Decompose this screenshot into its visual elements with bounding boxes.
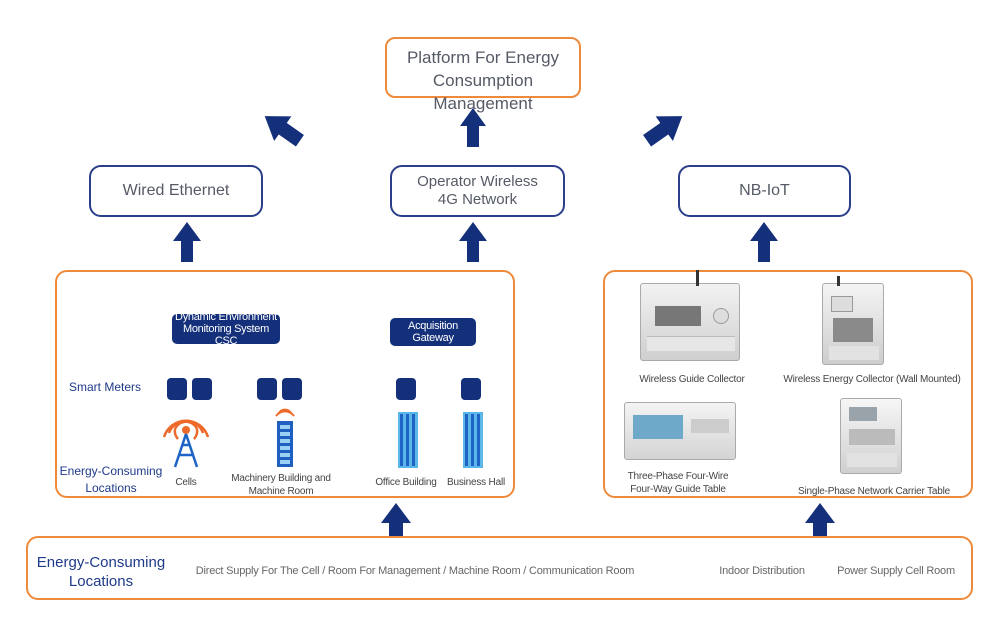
machinery-label-line2: Machine Room (248, 486, 314, 497)
arrow-up-icon (750, 222, 778, 262)
wireless-guide-collector-label: Wireless Guide Collector (639, 374, 745, 385)
platform-title-line2: Consumption Management (432, 71, 534, 113)
smart-meter-icon (192, 378, 212, 400)
single-phase-meter-image (840, 398, 902, 474)
bottom-title-line2: Locations (68, 573, 134, 590)
platform-title-line1: Platform For Energy (406, 48, 560, 67)
gateway-label: Acquisition Gateway (408, 320, 458, 344)
smart-meter-icon (257, 378, 277, 400)
bottom-title-line1: Energy-Consuming (36, 554, 166, 571)
left-locations-line2: Locations (85, 481, 137, 495)
smart-meter-icon (167, 378, 187, 400)
wireless-energy-collector-label: Wireless Energy Collector (Wall Mounted) (783, 374, 961, 385)
three-phase-meter-image (624, 402, 736, 460)
arrow-up-icon (173, 222, 201, 262)
nbiot-box: NB-IoT (678, 165, 851, 217)
three-phase-label-line1: Three-Phase Four-Wire (627, 471, 729, 482)
cell-tower-icon (163, 419, 209, 468)
arrow-up-icon (460, 108, 486, 147)
arrow-diagonal-icon (264, 116, 304, 147)
dynamic-environment-pill: Dynamic Environment Monitoring System CS… (172, 311, 280, 347)
bottom-locations-title: Energy-Consuming Locations (30, 553, 172, 591)
three-phase-label: Three-Phase Four-Wire Four-Way Guide Tab… (604, 470, 752, 496)
wired-ethernet-box: Wired Ethernet (89, 165, 263, 217)
wireless-guide-collector-image (640, 270, 740, 361)
direct-supply-label: Direct Supply For The Cell / Room For Ma… (195, 565, 635, 577)
business-hall-label: Business Hall (447, 477, 505, 488)
three-phase-label-line2: Four-Way Guide Table (630, 484, 726, 495)
wireless-energy-collector-image (822, 276, 884, 365)
indoor-distribution-label: Indoor Distribution (719, 565, 805, 577)
business-hall-icon (463, 412, 483, 468)
smart-meter-icon (396, 378, 416, 400)
arrow-up-icon (459, 222, 487, 262)
smart-meters-label: Smart Meters (68, 380, 141, 394)
smart-meter-icon (461, 378, 481, 400)
bottom-locations-bar (26, 536, 973, 600)
dynamic-line2: Monitoring System CSC (183, 323, 269, 347)
dynamic-line1: Dynamic Environment (175, 311, 277, 323)
power-supply-cell-room-label: Power Supply Cell Room (837, 565, 955, 577)
single-phase-label: Single-Phase Network Carrier Table (798, 486, 950, 497)
cells-label: Cells (175, 477, 197, 488)
machinery-label-line1: Machinery Building and (231, 473, 331, 484)
machinery-building-icon (275, 408, 295, 467)
operator-wireless-box: Operator Wireless 4G Network (390, 165, 565, 217)
left-locations-line1: Energy-Consuming (59, 464, 163, 478)
office-building-icon (398, 412, 418, 468)
arrow-diagonal-icon (643, 116, 683, 147)
operator-wireless-label-line1: Operator Wireless (417, 173, 538, 190)
machinery-label: Machinery Building and Machine Room (222, 472, 340, 498)
nbiot-label: NB-IoT (739, 182, 790, 199)
wired-ethernet-label: Wired Ethernet (122, 182, 230, 199)
platform-box: Platform For Energy Consumption Manageme… (385, 37, 581, 113)
office-building-label: Office Building (375, 477, 437, 488)
left-locations-label: Energy-Consuming Locations (56, 463, 166, 497)
acquisition-gateway-pill: Acquisition Gateway (390, 318, 476, 346)
operator-wireless-label-line2: 4G Network (437, 191, 518, 208)
smart-meter-icon (282, 378, 302, 400)
